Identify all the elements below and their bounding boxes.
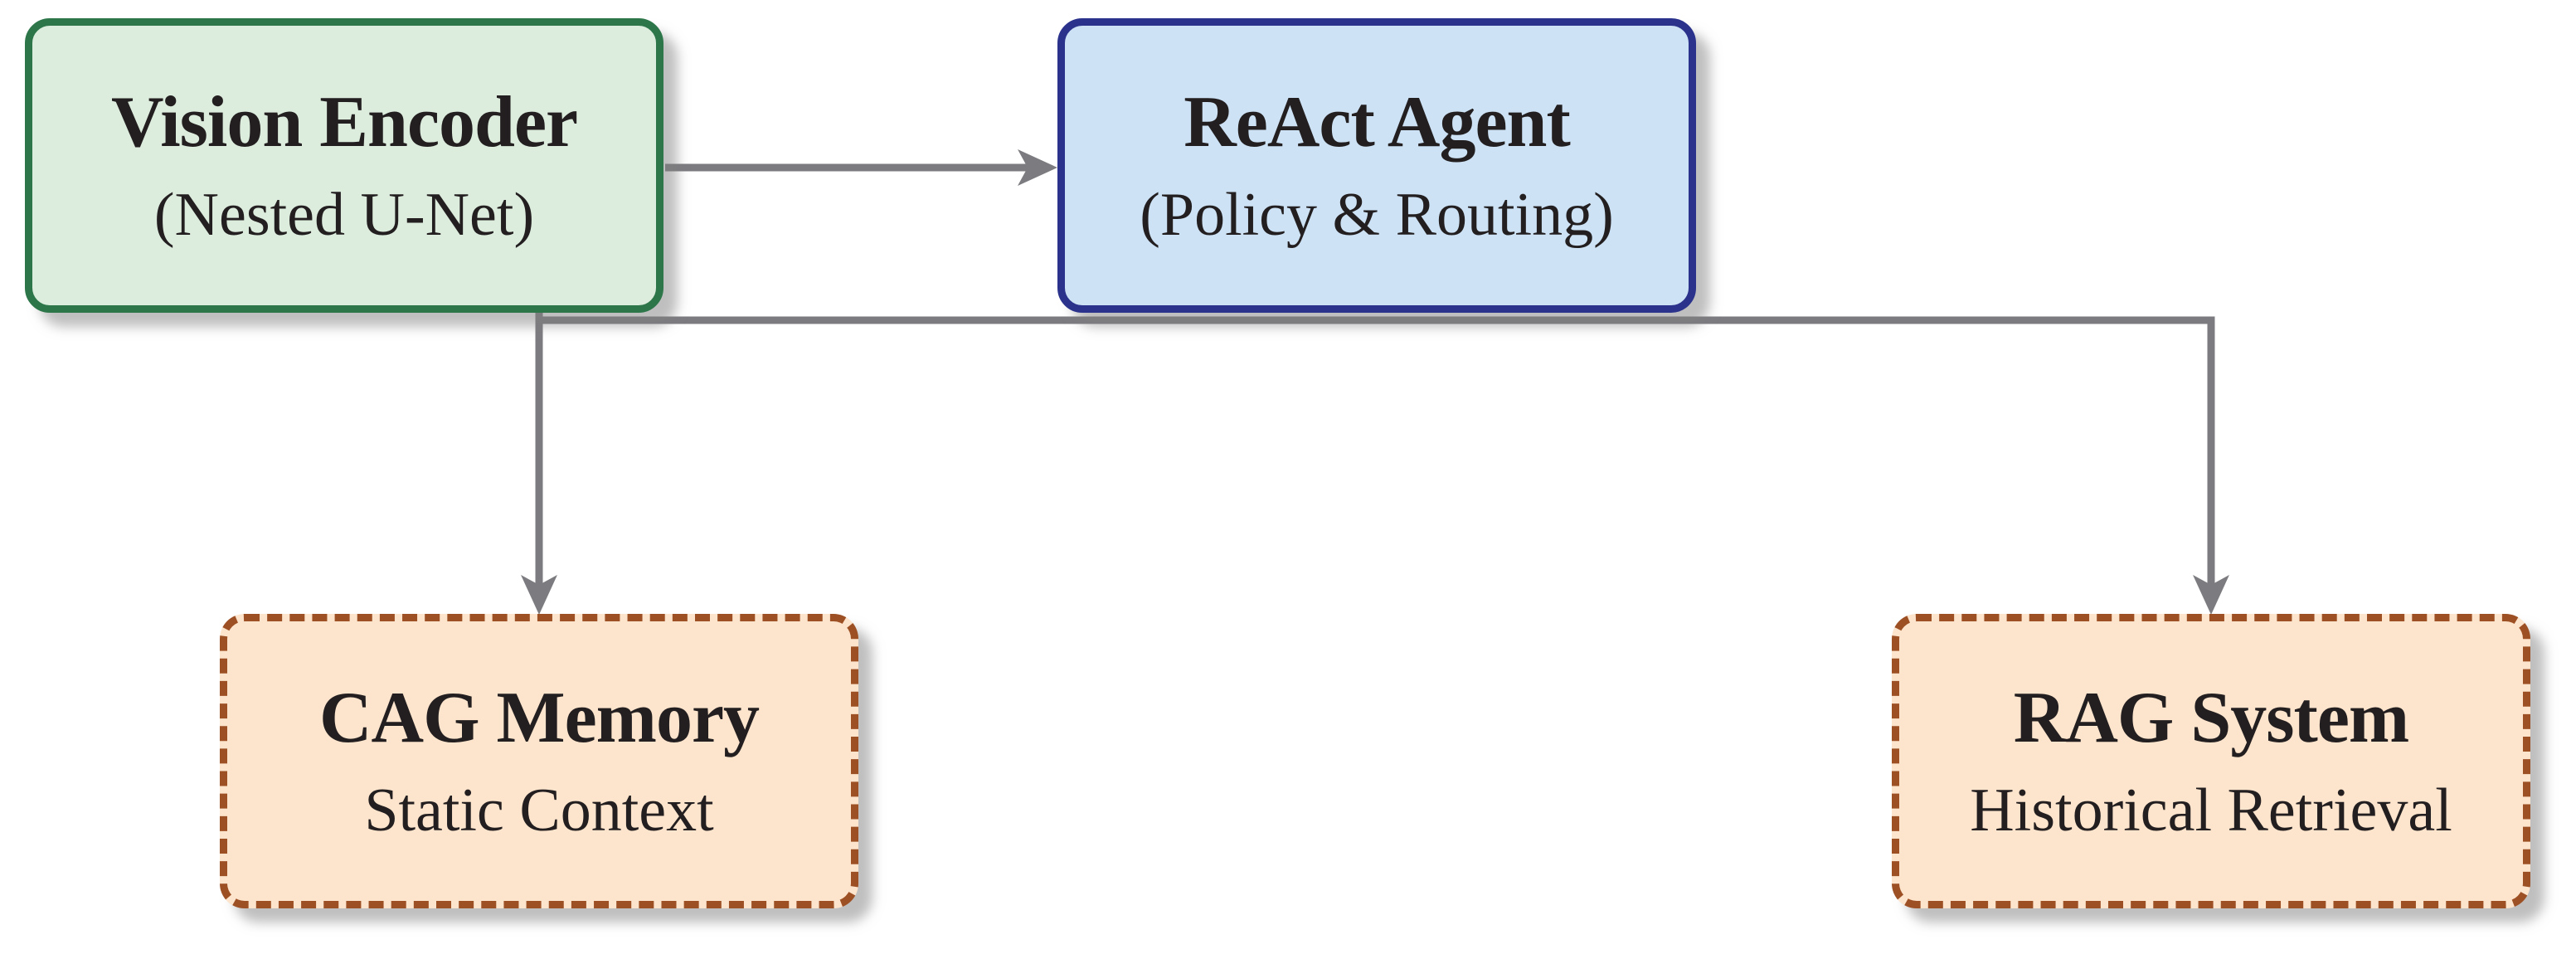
node-cag-memory-title: CAG Memory — [318, 677, 760, 758]
node-vision-encoder: Vision Encoder (Nested U-Net) — [25, 18, 663, 313]
node-cag-memory-subtitle: Static Context — [364, 776, 714, 844]
node-cag-memory: CAG Memory Static Context — [220, 614, 858, 908]
node-react-agent-subtitle: (Policy & Routing) — [1140, 180, 1614, 249]
node-react-agent: ReAct Agent (Policy & Routing) — [1057, 18, 1696, 313]
node-react-agent-title: ReAct Agent — [1184, 81, 1571, 163]
node-rag-system-subtitle: Historical Retrieval — [1970, 776, 2452, 844]
edge-vision-to-rag-arrow — [539, 316, 2229, 615]
node-rag-system-title: RAG System — [2013, 677, 2409, 758]
node-vision-encoder-subtitle: (Nested U-Net) — [153, 180, 535, 249]
node-vision-encoder-title: Vision Encoder — [110, 81, 578, 163]
node-rag-system: RAG System Historical Retrieval — [1892, 614, 2530, 908]
